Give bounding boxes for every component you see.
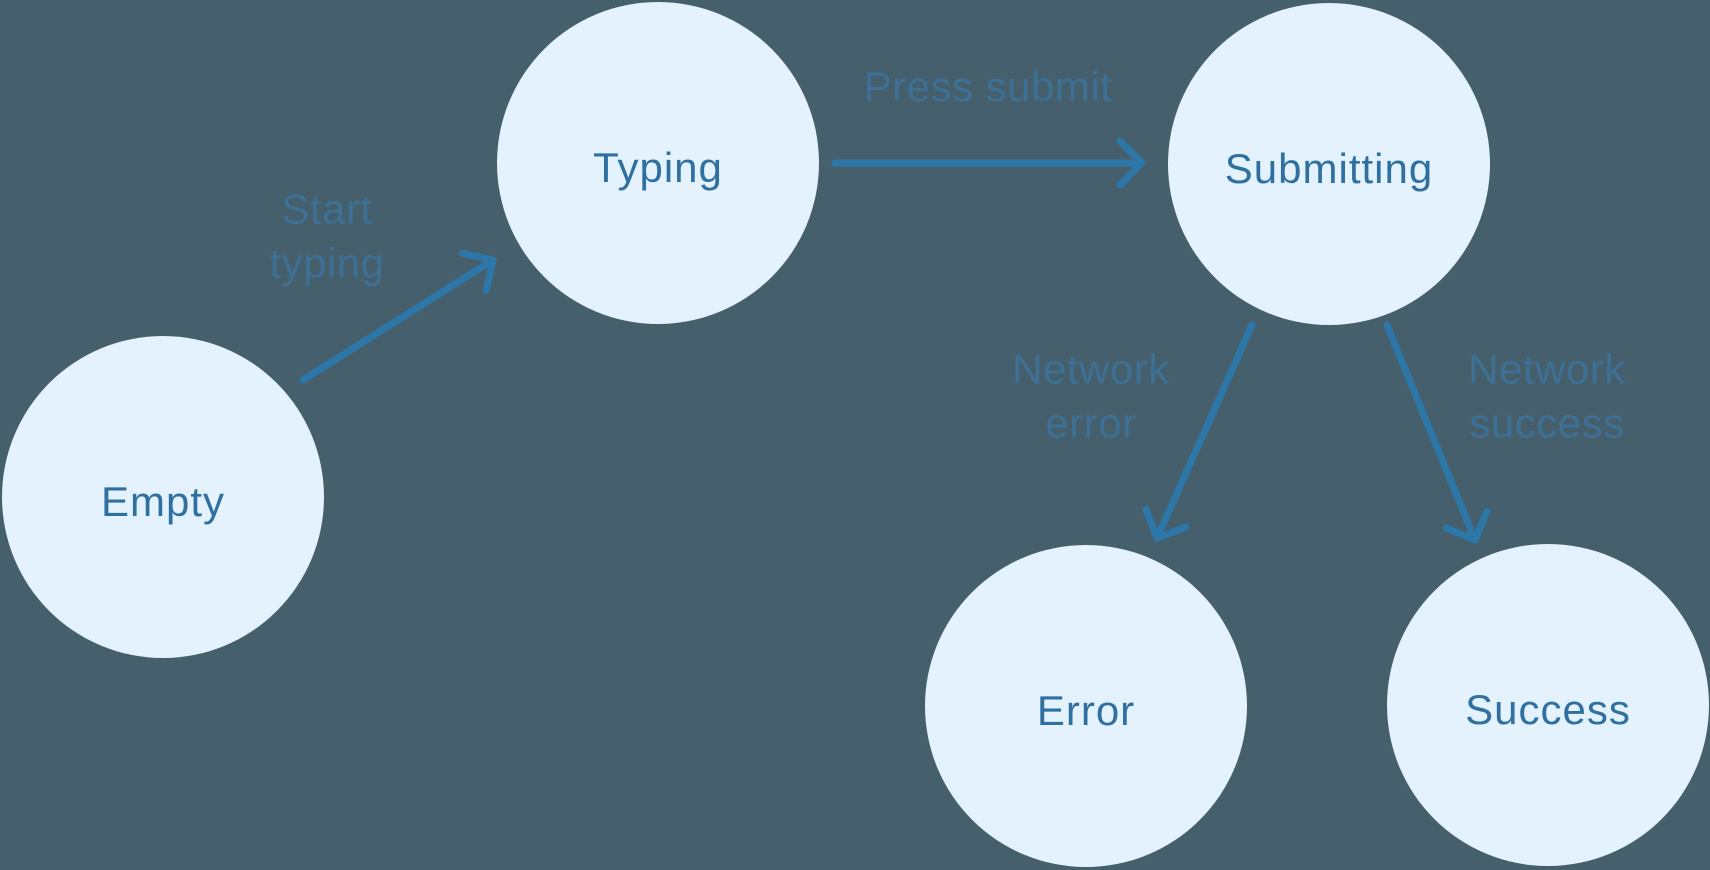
edge-label-press-submit[interactable]: Press submit: [863, 63, 1113, 111]
state-node-submitting[interactable]: Submitting: [1168, 3, 1490, 325]
arrow-head-icon: [459, 249, 497, 294]
arrow-head-icon: [1442, 507, 1491, 544]
edge-label-network-success[interactable]: Network success: [1468, 345, 1626, 446]
state-node-success[interactable]: Success: [1387, 544, 1709, 866]
state-node-label: Submitting: [1224, 145, 1434, 192]
state-node-typing[interactable]: Typing: [497, 2, 819, 324]
edge-arrow-empty-to-typing[interactable]: [299, 249, 497, 384]
state-node-label: Error: [1036, 687, 1136, 734]
edge-arrow-submitting-to-error[interactable]: [1142, 321, 1256, 542]
edge-arrow-submitting-to-success[interactable]: [1383, 321, 1491, 544]
state-node-error[interactable]: Error: [925, 545, 1247, 867]
arrow-head-icon: [1116, 137, 1146, 189]
state-node-empty[interactable]: Empty: [2, 336, 324, 658]
state-node-label: Typing: [593, 144, 723, 191]
edge-arrow-typing-to-submitting[interactable]: [831, 137, 1146, 189]
arrow-shaft: [1153, 321, 1256, 542]
arrow-shaft: [1383, 321, 1479, 544]
state-node-label: Success: [1465, 686, 1631, 733]
arrow-shaft: [299, 256, 497, 384]
state-node-label: Empty: [100, 478, 226, 525]
edge-label-start-typing[interactable]: Start typing: [269, 185, 385, 286]
edge-label-network-error[interactable]: Network error: [1012, 345, 1170, 446]
arrow-head-icon: [1142, 505, 1190, 542]
